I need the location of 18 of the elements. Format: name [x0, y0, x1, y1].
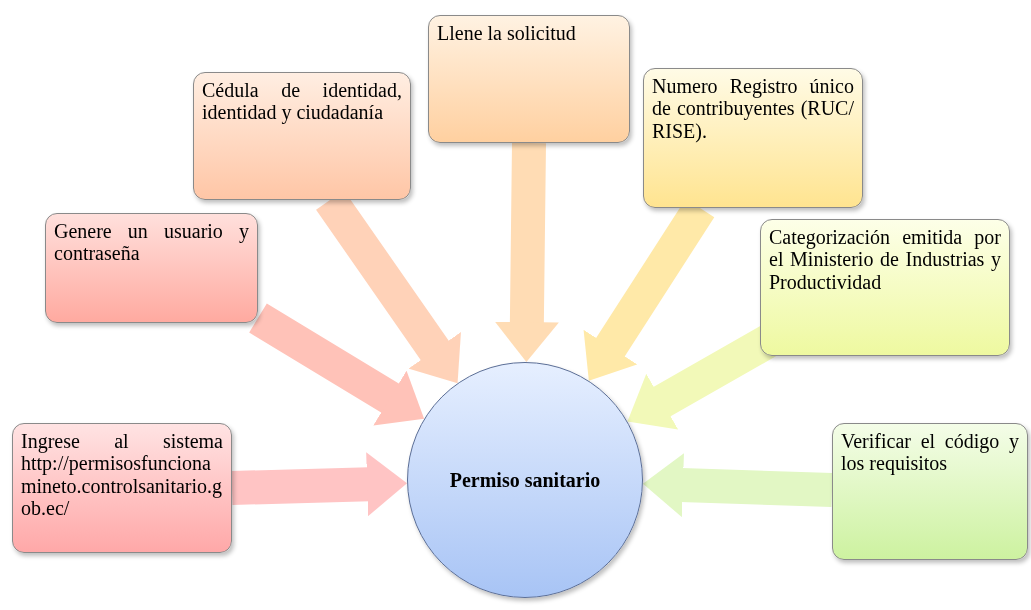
step-text: Llene la solicitud: [437, 22, 577, 45]
block-arrow: [494, 142, 559, 363]
goal-text: Permiso sanitario: [449, 468, 601, 492]
step-box: [428, 15, 630, 143]
step-text: Verificar el código y los requisitos: [841, 430, 1019, 475]
step-text: Numero Registro único de contribuyentes (RUC/ RISE).: [652, 75, 854, 143]
step-box: [12, 423, 232, 553]
step-text: Categorización emitida por el Ministerio de Industrias y Productividad: [769, 226, 1001, 294]
step-text: Ingrese al sistema http://permisosfuncionamineto.controlsanitario.gob.ec/: [21, 430, 223, 520]
block-arrow: [642, 453, 833, 518]
step-box: [643, 68, 863, 208]
step-box: [832, 423, 1028, 560]
step-box: [760, 219, 1010, 356]
step-box: [193, 72, 411, 200]
step-text: Genere un usuario y contraseña: [54, 220, 249, 265]
block-arrow: [231, 452, 408, 517]
step-text: Cédula de identidad, identidad y ciudadanía: [202, 79, 402, 124]
step-box: [45, 213, 258, 323]
